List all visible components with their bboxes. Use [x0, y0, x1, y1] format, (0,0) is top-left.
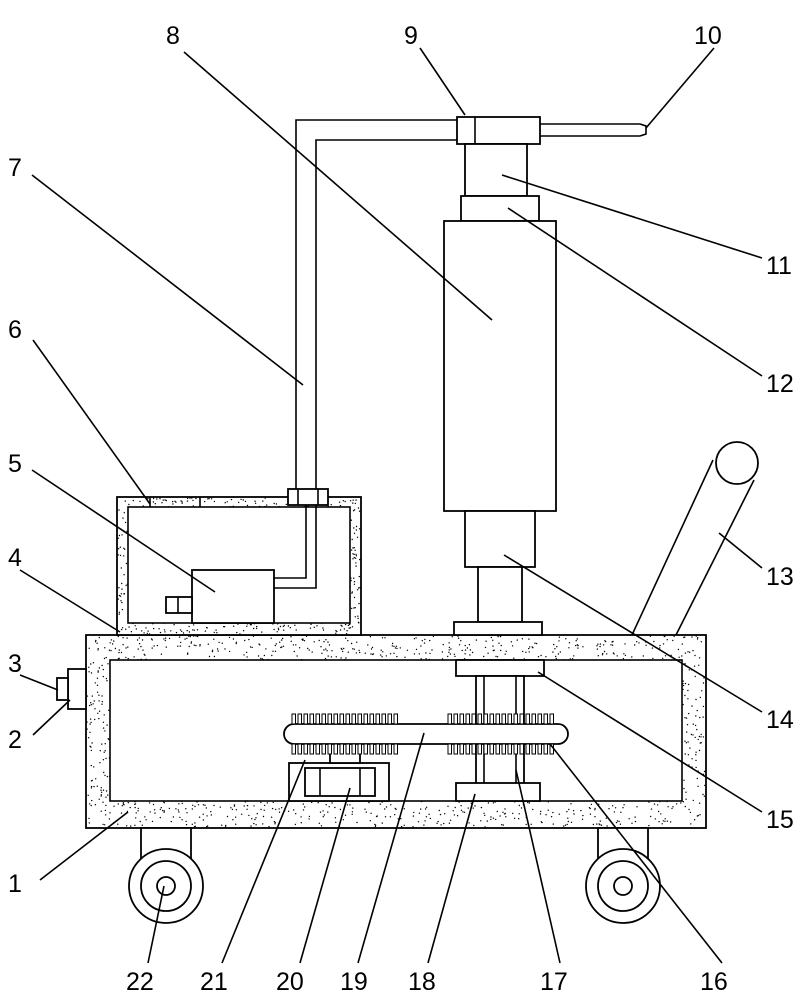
callout-18: 18 [408, 968, 436, 996]
nozzle-assembly [456, 116, 647, 145]
column [443, 143, 557, 636]
callout-10: 10 [694, 22, 722, 50]
base-frame [85, 634, 707, 829]
callout-labels: 1 2 3 4 5 6 7 8 9 10 11 12 13 14 15 16 1… [8, 22, 794, 996]
handle [631, 441, 759, 636]
callout-2: 2 [8, 726, 22, 754]
callout-19: 19 [340, 968, 368, 996]
leader-lines [19, 47, 763, 964]
callout-4: 4 [8, 544, 22, 572]
callout-11: 11 [766, 252, 792, 280]
callout-3: 3 [8, 650, 22, 678]
pipe [274, 119, 457, 589]
callout-5: 5 [8, 450, 22, 478]
callout-8: 8 [166, 22, 180, 50]
pump [165, 569, 275, 624]
callout-17: 17 [540, 968, 568, 996]
callout-13: 13 [766, 563, 794, 591]
wheel-left [128, 827, 204, 924]
callout-14: 14 [766, 706, 794, 734]
callout-21: 21 [200, 968, 228, 996]
callout-7: 7 [8, 154, 22, 182]
callout-16: 16 [700, 968, 728, 996]
base-frame-speckle [86, 635, 706, 828]
wheel-right [585, 827, 661, 924]
callout-12: 12 [766, 370, 794, 398]
callout-15: 15 [766, 806, 794, 834]
drive-train [283, 659, 569, 802]
callout-22: 22 [126, 968, 154, 996]
callout-20: 20 [276, 968, 304, 996]
gear-teeth [291, 713, 554, 755]
callout-9: 9 [404, 22, 418, 50]
callout-1: 1 [8, 870, 22, 898]
callout-6: 6 [8, 316, 22, 344]
motor-box-speckle [117, 497, 361, 635]
side-switch [56, 668, 87, 710]
